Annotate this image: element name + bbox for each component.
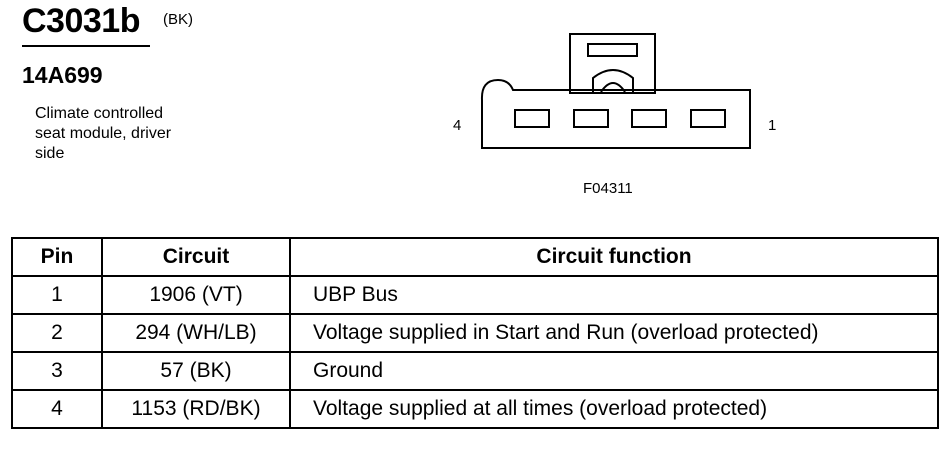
connector-body <box>480 78 751 149</box>
connector-face-diagram: 4 1 <box>453 33 776 149</box>
pin-label-right: 1 <box>768 117 776 134</box>
lock-tab-housing <box>569 33 656 94</box>
pin-label-left: 4 <box>453 117 461 134</box>
circuit-cell: 57 (BK) <box>101 351 291 391</box>
circuit-cell: 294 (WH/LB) <box>101 313 291 353</box>
function-cell: UBP Bus <box>289 275 939 315</box>
pinout-table: Pin Circuit Circuit function 1 1906 (VT)… <box>11 237 939 429</box>
function-cell: Ground <box>289 351 939 391</box>
pin-cavity <box>631 109 667 128</box>
function-cell: Voltage supplied at all times (overload … <box>289 389 939 429</box>
header-circuit: Circuit <box>101 237 291 277</box>
pin-cavity <box>573 109 609 128</box>
description-line: side <box>35 145 65 162</box>
description-line: seat module, driver <box>35 125 172 142</box>
pin-cavity <box>514 109 550 128</box>
connector-color: (BK) <box>163 11 193 28</box>
table-row: 3 57 (BK) Ground <box>11 351 939 391</box>
connector-id: C3031b <box>22 2 140 40</box>
figure-id: F04311 <box>583 180 633 197</box>
table-row: 1 1906 (VT) UBP Bus <box>11 275 939 315</box>
lock-tab-latch <box>592 69 634 93</box>
pin-cell: 1 <box>11 275 103 315</box>
header-pin: Pin <box>11 237 103 277</box>
table-row: 4 1153 (RD/BK) Voltage supplied at all t… <box>11 389 939 429</box>
table-header-row: Pin Circuit Circuit function <box>11 237 939 277</box>
header-circuit-function: Circuit function <box>289 237 939 277</box>
pin-cell: 3 <box>11 351 103 391</box>
lock-tab-slot <box>587 43 638 57</box>
circuit-cell: 1153 (RD/BK) <box>101 389 291 429</box>
pin-cell: 2 <box>11 313 103 353</box>
connector-description: Climate controlled seat module, driver s… <box>35 104 210 164</box>
pin-cell: 4 <box>11 389 103 429</box>
circuit-cell: 1906 (VT) <box>101 275 291 315</box>
part-number: 14A699 <box>22 62 103 88</box>
table-row: 2 294 (WH/LB) Voltage supplied in Start … <box>11 313 939 353</box>
description-line: Climate controlled <box>35 105 164 122</box>
pin-cavity <box>690 109 726 128</box>
title-underline <box>22 45 150 47</box>
function-cell: Voltage supplied in Start and Run (overl… <box>289 313 939 353</box>
